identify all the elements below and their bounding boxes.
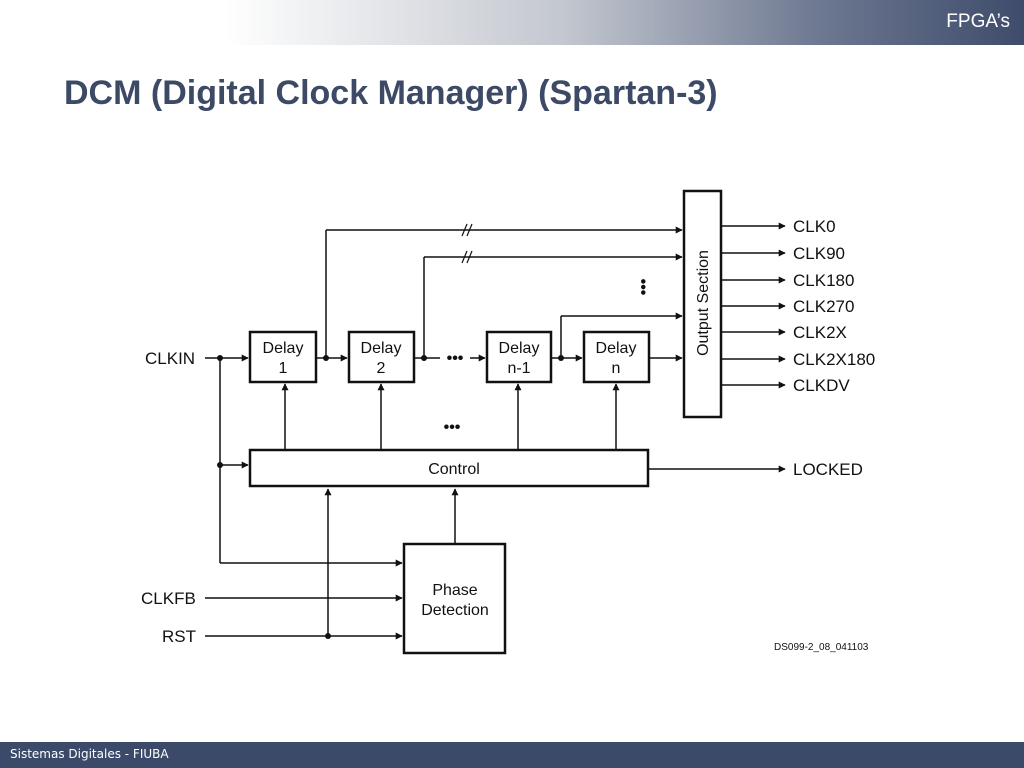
connection-lines	[205, 222, 786, 640]
output-label-clkdv: CLKDV	[793, 376, 850, 395]
header-bar: FPGA’s	[0, 0, 1024, 45]
chain-ellipsis: •••	[447, 350, 464, 367]
line-break-marks	[461, 223, 473, 264]
phase-detection-label-2: Detection	[421, 602, 489, 619]
delay-block-1: Delay 1	[248, 330, 318, 384]
delay-n-1-index: n-1	[507, 360, 530, 377]
slide-title: DCM (Digital Clock Manager) (Spartan-3)	[64, 74, 718, 112]
output-label-clk0: CLK0	[793, 217, 836, 236]
delay-block-n-1: Delay n-1	[485, 330, 553, 384]
delay-n-label: Delay	[596, 340, 637, 357]
footer-text: Sistemas Digitales - FIUBA	[10, 747, 169, 761]
delay-2-label: Delay	[361, 340, 402, 357]
delay-block-n: Delay n	[582, 330, 651, 384]
output-label-clk2x: CLK2X	[793, 323, 847, 342]
clkfb-label: CLKFB	[141, 589, 196, 608]
section-label: FPGA’s	[946, 11, 1010, 32]
junction-dots	[217, 355, 564, 639]
output-section-block: Output Section	[682, 189, 723, 419]
phase-detection-block: Phase Detection	[402, 542, 507, 655]
rst-label: RST	[162, 627, 196, 646]
delay-block-2: Delay 2	[347, 330, 416, 384]
locked-label: LOCKED	[793, 460, 863, 479]
delay-1-label: Delay	[263, 340, 304, 357]
output-ellipsis: •••	[634, 279, 651, 296]
delay-n-1-label: Delay	[499, 340, 540, 357]
delay-1-index: 1	[279, 360, 288, 377]
control-label: Control	[428, 461, 480, 478]
output-label-clk2x180: CLK2X180	[793, 350, 875, 369]
figure-id: DS099-2_08_041103	[774, 642, 869, 653]
delay-2-index: 2	[377, 360, 386, 377]
delay-n-index: n	[612, 360, 621, 377]
output-label-clk180: CLK180	[793, 271, 854, 290]
control-block: Control	[248, 448, 650, 488]
phase-detection-label-1: Phase	[432, 582, 477, 599]
output-section-label: Output Section	[695, 250, 712, 356]
output-label-clk90: CLK90	[793, 244, 845, 263]
clkin-label: CLKIN	[145, 349, 195, 368]
output-label-clk270: CLK270	[793, 297, 854, 316]
control-ellipsis: •••	[444, 419, 461, 436]
footer-bar: Sistemas Digitales - FIUBA	[0, 742, 1024, 768]
